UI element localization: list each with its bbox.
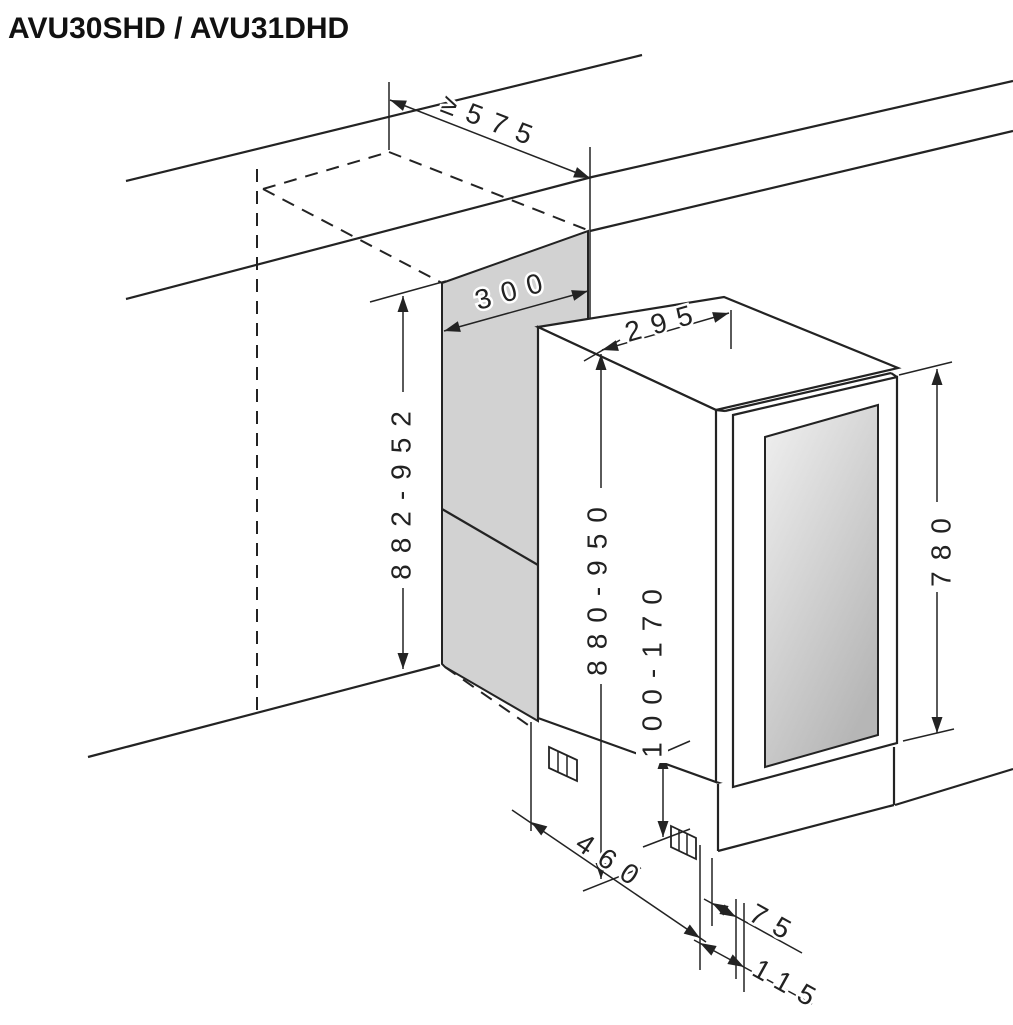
appliance-door bbox=[715, 371, 899, 789]
dim-front-offset: 115 bbox=[748, 953, 831, 1018]
countertop-lines bbox=[125, 53, 1013, 301]
extension-lines bbox=[369, 82, 955, 992]
dim-door-height: 780 bbox=[926, 507, 957, 587]
niche-hidden-edges bbox=[256, 151, 591, 712]
appliance-plinth bbox=[716, 742, 896, 853]
floor-lines bbox=[87, 663, 1013, 807]
dim-appliance-height: 880-950 bbox=[582, 496, 613, 676]
dim-plinth-height: 100-170 bbox=[637, 578, 668, 758]
dim-min-niche-depth: ≥575 bbox=[437, 88, 547, 155]
page-title: AVU30SHD / AVU31DHD bbox=[8, 12, 349, 45]
dim-base-depth: 460 bbox=[570, 827, 653, 897]
wine-cooler-appliance bbox=[534, 295, 902, 861]
appliance-foot-rear bbox=[548, 745, 578, 783]
dim-rear-offset: 75 bbox=[744, 898, 806, 951]
door-glass-panel bbox=[764, 403, 879, 769]
dim-niche-height: 882-952 bbox=[386, 400, 417, 580]
